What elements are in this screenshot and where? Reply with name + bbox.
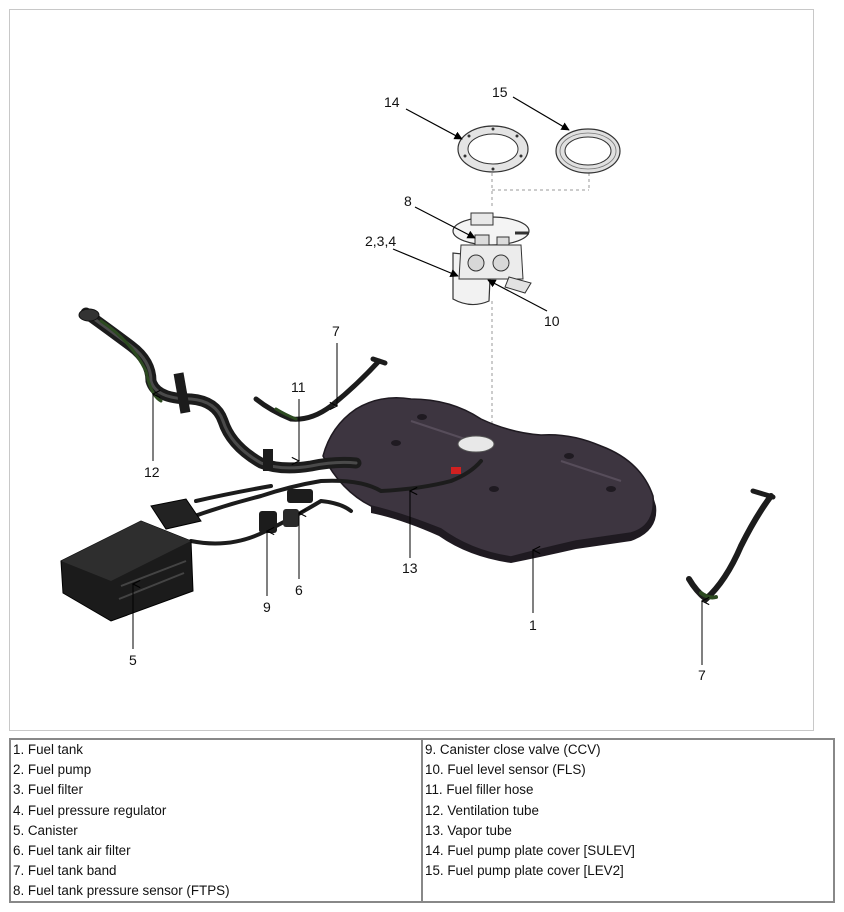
callout-7-upper: 7 [332, 323, 340, 339]
legend-item: 5. Canister [13, 822, 78, 838]
callout-5: 5 [129, 652, 137, 668]
callout-7-lower: 7 [698, 667, 706, 683]
legend-item: 6. Fuel tank air filter [13, 842, 131, 858]
callout-10: 10 [544, 313, 560, 329]
legend-item: 10. Fuel level sensor (FLS) [425, 762, 586, 778]
callout-13: 13 [402, 560, 418, 576]
callout-11: 11 [291, 379, 306, 395]
callout-9: 9 [263, 599, 271, 615]
callout-14: 14 [384, 94, 400, 110]
legend-item: 9. Canister close valve (CCV) [425, 742, 601, 757]
callout-12: 12 [144, 464, 160, 480]
legend-item: 14. Fuel pump plate cover [SULEV] [425, 842, 635, 858]
fuel-tank [322, 397, 657, 563]
callout-8: 8 [404, 193, 412, 209]
callout-6: 6 [295, 582, 303, 598]
legend-item: 13. Vapor tube [425, 822, 512, 838]
legend-column-left: 1. Fuel tank 2. Fuel pump 3. Fuel filter… [11, 740, 423, 901]
legend-item: 2. Fuel pump [13, 762, 92, 778]
legend-item: 11. Fuel filler hose [425, 782, 534, 798]
fuel-pump-module [452, 212, 532, 306]
legend-item: 15. Fuel pump plate cover [LEV2] [425, 863, 624, 879]
legend-item: 3. Fuel filter [13, 782, 83, 798]
callout-15: 15 [492, 84, 508, 100]
callout-1: 1 [529, 617, 537, 633]
fuel-filler-hose [78, 307, 362, 474]
fuel-pump-plate-cover-lev2 [555, 128, 621, 174]
callout-labels: 14 15 8 2,3,4 10 7 11 12 13 6 9 1 5 7 [129, 84, 706, 683]
pointer-lines [133, 343, 702, 665]
parts-legend-table: 1. Fuel tank 2. Fuel pump 3. Fuel filter… [9, 738, 835, 903]
legend-item: 1. Fuel tank [13, 742, 83, 757]
callout-2-3-4: 2,3,4 [365, 233, 396, 249]
legend-item: 8. Fuel tank pressure sensor (FTPS) [13, 883, 230, 899]
fuel-tank-band-lower [686, 488, 776, 603]
diagram-frame: 14 15 8 2,3,4 10 7 11 12 13 6 9 1 5 7 [9, 9, 814, 731]
legend-item: 12. Ventilation tube [425, 802, 539, 818]
fuel-system-diagram: 14 15 8 2,3,4 10 7 11 12 13 6 9 1 5 7 [60, 84, 776, 683]
fuel-tank-band-upper [253, 356, 388, 422]
leader-arrows [392, 96, 570, 312]
canister [60, 498, 202, 622]
legend-item: 7. Fuel tank band [13, 863, 117, 879]
assembly-guide-lines [491, 173, 590, 436]
fuel-pump-plate-cover-sulev [457, 125, 529, 173]
legend-column-right: 9. Canister close valve (CCV) 10. Fuel l… [423, 740, 833, 901]
legend-item: 4. Fuel pressure regulator [13, 802, 167, 818]
